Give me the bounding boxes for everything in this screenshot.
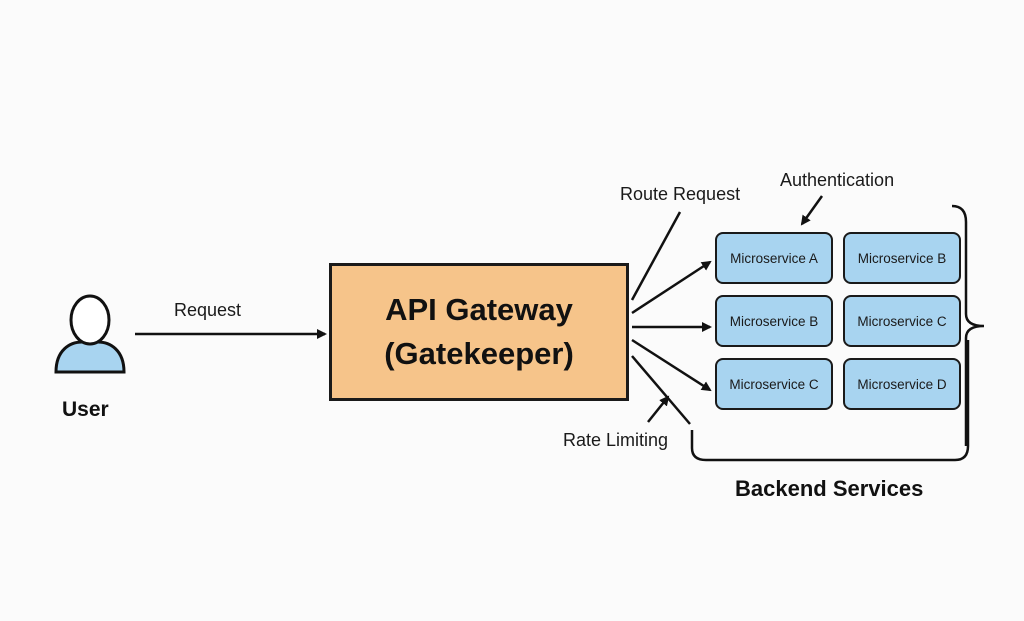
rate-limiting-arrow: [647, 395, 670, 423]
microservice-box: Microservice B: [843, 232, 961, 284]
authentication-arrow: [800, 195, 824, 226]
gateway-subtitle: (Gatekeeper): [384, 336, 574, 371]
microservice-box: Microservice D: [843, 358, 961, 410]
user-label: User: [62, 398, 109, 421]
arrow-to-service-c: [631, 338, 712, 392]
backend-services-label: Backend Services: [735, 476, 924, 501]
arrow-to-service-a: [631, 260, 712, 315]
rate-limiting-line: [631, 355, 691, 425]
backend-bottom-bracket: [690, 340, 970, 462]
rate-limiting-label: Rate Limiting: [563, 430, 669, 450]
microservice-box: Microservice A: [715, 232, 833, 284]
microservice-box: Microservice B: [715, 295, 833, 347]
request-label: Request: [174, 300, 242, 320]
backend-right-brace: [951, 204, 985, 446]
microservice-box: Microservice C: [843, 295, 961, 347]
user-icon: [54, 294, 126, 374]
route-request-label: Route Request: [620, 184, 741, 204]
microservice-box: Microservice C: [715, 358, 833, 410]
gateway-title: API Gateway: [385, 292, 573, 327]
api-gateway-box: API Gateway (Gatekeeper): [329, 263, 629, 401]
route-request-line: [630, 211, 682, 301]
authentication-label: Authentication: [780, 170, 895, 190]
